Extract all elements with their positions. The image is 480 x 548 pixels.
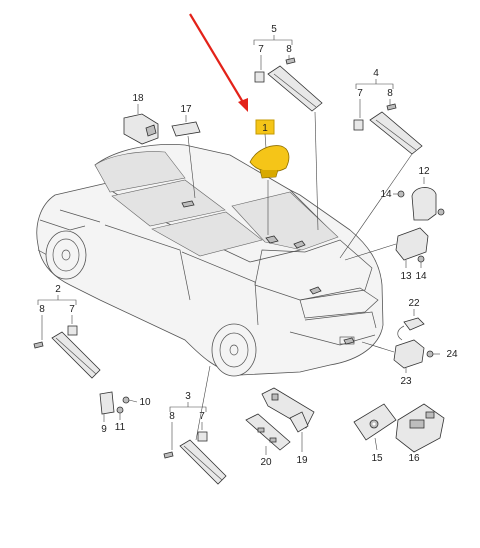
callout-12: 12 [418, 166, 430, 177]
part-20-bracket[interactable]: 20 [245, 413, 291, 468]
part-16-control-unit[interactable]: 16 [395, 403, 445, 464]
part-24-screw[interactable]: 24 [426, 349, 458, 360]
part-22-sensor[interactable]: 22 [397, 298, 425, 341]
callout-15: 15 [371, 453, 383, 464]
callout-8c: 8 [39, 304, 45, 315]
callout-7a: 7 [258, 44, 264, 55]
callout-16: 16 [408, 453, 420, 464]
callout-24: 24 [446, 349, 458, 360]
callout-5: 5 [271, 24, 277, 35]
part-4-antenna-module[interactable]: 4 7 8 [339, 68, 423, 259]
callout-19: 19 [296, 455, 308, 466]
callout-18: 18 [132, 93, 144, 104]
part-5-antenna-module[interactable]: 5 7 8 [253, 24, 323, 231]
callout-7c: 7 [69, 304, 75, 315]
callout-22: 22 [408, 298, 420, 309]
callout-17: 17 [180, 104, 192, 115]
callout-7b: 7 [357, 88, 363, 99]
part-12-mirror-bracket[interactable]: 12 14 [380, 166, 445, 221]
callout-8b: 8 [387, 88, 393, 99]
callout-2: 2 [55, 284, 61, 295]
part-18-control-unit[interactable]: 18 [123, 93, 159, 145]
callout-10: 10 [139, 397, 151, 408]
part-15-cover[interactable]: 15 [353, 403, 397, 464]
part-2-antenna-module[interactable]: 2 8 7 [33, 284, 101, 379]
callout-14b: 14 [415, 271, 427, 282]
callout-3: 3 [185, 391, 191, 402]
callout-23: 23 [400, 376, 412, 387]
callout-1: 1 [262, 123, 268, 134]
callout-8a: 8 [286, 44, 292, 55]
callout-20: 20 [260, 457, 272, 468]
callout-14a: 14 [380, 189, 392, 200]
callout-9: 9 [101, 424, 107, 435]
car-illustration [36, 144, 384, 377]
part-23-sensor-housing[interactable]: 23 [361, 339, 425, 387]
callout-7d: 7 [199, 411, 205, 422]
part-9-connector[interactable]: 9 [99, 391, 115, 435]
part-19-bracket[interactable]: 19 [261, 387, 315, 466]
callout-8d: 8 [169, 411, 175, 422]
part-3-antenna-module[interactable]: 3 8 7 [163, 365, 227, 485]
part-10-screw[interactable]: 10 [122, 396, 151, 408]
red-arrow-icon [189, 13, 248, 112]
callout-11: 11 [115, 422, 126, 433]
part-17-module[interactable]: 17 [171, 104, 201, 199]
callout-13: 13 [400, 271, 412, 282]
part-1-roof-antenna[interactable]: 1 [249, 119, 290, 235]
part-11-clip[interactable]: 11 [115, 406, 126, 433]
part-13-mount[interactable]: 13 14 [344, 227, 429, 282]
callout-4: 4 [373, 68, 379, 79]
